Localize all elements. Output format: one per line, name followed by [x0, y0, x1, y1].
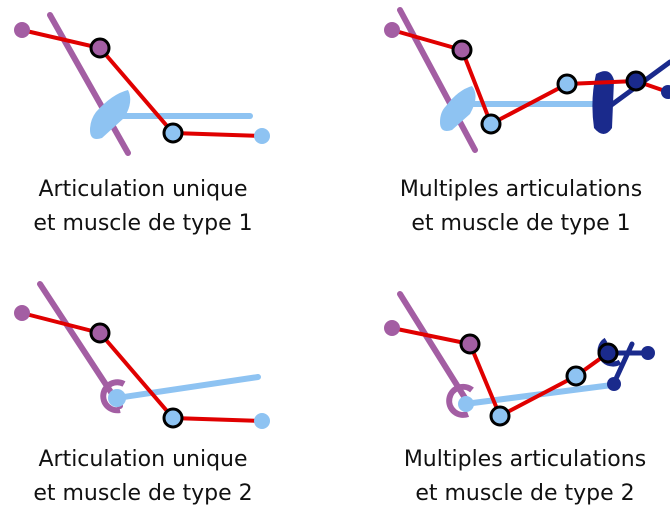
end-effector: [254, 413, 270, 429]
muscle-joint: [108, 389, 126, 407]
joint-purple: [89, 322, 111, 344]
light-blue-limb: [114, 374, 261, 401]
purple-limb: [47, 12, 131, 156]
base-joint: [14, 22, 30, 38]
red-chain: [21, 28, 263, 138]
purple-limb: [397, 7, 478, 153]
end-effector-2: [607, 377, 621, 391]
joint-light-blue: [489, 405, 511, 427]
joint-dark-blue: [625, 70, 647, 92]
joint-purple: [451, 39, 473, 61]
base-joint: [384, 22, 400, 38]
caption-panel1-line2: et muscle de type 1: [33, 211, 252, 236]
base-joint: [14, 305, 30, 321]
caption-panel4-line1: Multiples articulations: [404, 447, 646, 472]
caption-panel2-line2: et muscle de type 1: [411, 211, 630, 236]
panel-single-joint-type1: [14, 12, 270, 156]
caption-panel3-line2: et muscle de type 2: [33, 481, 252, 506]
joint-purple: [459, 333, 481, 355]
muscle-type2-arc: [100, 379, 126, 414]
joint-light-blue: [162, 122, 184, 144]
muscle-type2-arc: [446, 383, 474, 418]
muscle-type1-shape: [90, 90, 131, 139]
joint-light-blue: [162, 407, 184, 429]
joint-light-blue: [480, 113, 502, 135]
joint-light-blue-2: [565, 365, 587, 387]
caption-panel3-line1: Articulation unique: [38, 447, 247, 472]
base-joint: [384, 320, 400, 336]
end-effector: [254, 128, 270, 144]
caption-panel2-line1: Multiples articulations: [400, 177, 642, 202]
end-effector: [641, 346, 655, 360]
panel-multi-joint-type2: [384, 291, 655, 427]
red-chain: [21, 311, 263, 423]
caption-panel4-line2: et muscle de type 2: [415, 481, 634, 506]
caption-panel1-line1: Articulation unique: [38, 177, 247, 202]
panel-multi-joint-type1: [384, 7, 670, 153]
muscle-type1-shape: [440, 86, 476, 131]
muscle-joint: [458, 396, 474, 412]
end-effector: [661, 85, 670, 99]
joint-light-blue-2: [556, 73, 578, 95]
panel-single-joint-type2: [14, 281, 270, 429]
joint-purple: [89, 37, 111, 59]
joint-dark-blue: [597, 342, 619, 364]
muscle-type1-dark-shape: [592, 71, 614, 134]
